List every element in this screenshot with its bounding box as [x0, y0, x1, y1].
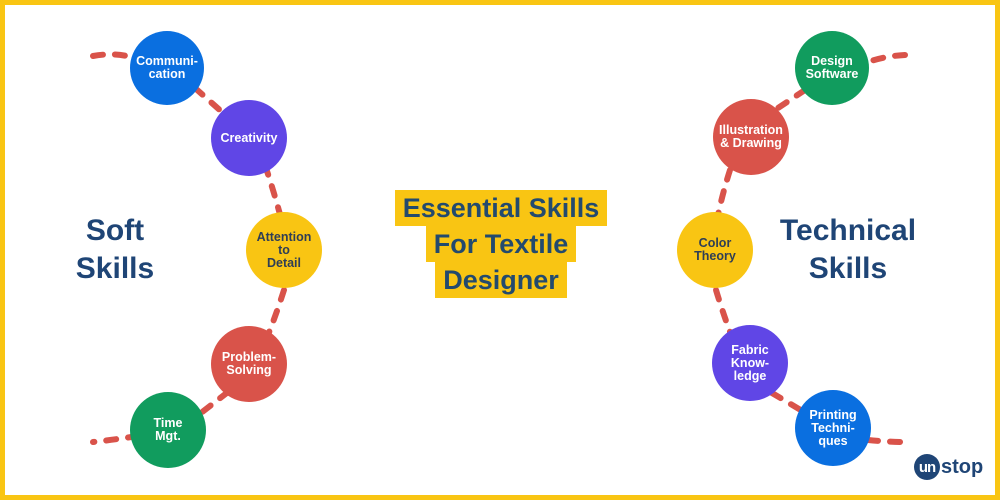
- title-line: For Textile: [425, 226, 577, 262]
- title-line: Designer: [435, 262, 567, 298]
- logo-text: stop: [941, 455, 984, 478]
- skill-node-attention-to-detail: Attention to Detail: [246, 212, 322, 288]
- skill-node-printing-techniques: Printing Techni- ques: [795, 390, 871, 466]
- skill-label: Time Mgt.: [153, 416, 183, 443]
- skill-node-communication: Communi- cation: [130, 31, 204, 105]
- skill-node-design-software: Design Software: [795, 31, 869, 105]
- soft-skills-heading: Soft Skills: [60, 212, 170, 288]
- skill-label: Fabric Know- ledge: [730, 342, 770, 383]
- skill-label: Printing Techni- ques: [809, 407, 857, 448]
- technical-skills-heading: Technical Skills: [760, 212, 936, 288]
- skill-node-time-management: Time Mgt.: [130, 392, 206, 468]
- skill-label: Illustration & Drawing: [719, 123, 783, 150]
- skill-label: Attention to Detail: [256, 229, 312, 270]
- logo-badge: un: [914, 454, 940, 480]
- skill-label: Creativity: [220, 130, 278, 145]
- skill-node-illustration-drawing: Illustration & Drawing: [713, 99, 789, 175]
- heading-line: Skills: [75, 252, 155, 285]
- skill-node-problem-solving: Problem- Solving: [211, 326, 287, 402]
- heading-line: Technical: [779, 214, 917, 247]
- skill-label: Color Theory: [694, 236, 736, 263]
- skill-node-creativity: Creativity: [211, 100, 287, 176]
- center-title: Essential Skills For Textile Designer: [376, 190, 626, 298]
- skill-label: Problem- Solving: [221, 350, 277, 377]
- skill-label: Communi- cation: [136, 54, 198, 81]
- heading-line: Skills: [808, 252, 888, 285]
- skill-label: Design Software: [805, 54, 859, 81]
- skill-node-fabric-knowledge: Fabric Know- ledge: [712, 325, 788, 401]
- skill-node-color-theory: Color Theory: [677, 212, 753, 288]
- title-line: Essential Skills: [394, 190, 608, 226]
- heading-line: Soft: [85, 214, 145, 247]
- unstop-logo: un stop: [914, 452, 983, 482]
